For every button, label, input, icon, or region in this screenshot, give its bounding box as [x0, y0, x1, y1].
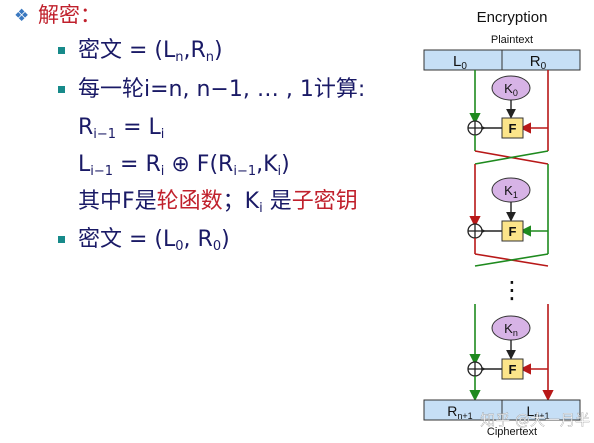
f-box-1 — [501, 220, 524, 242]
bullet-square-icon — [58, 86, 65, 93]
bullet-ciphertext-0: 密文 = (L0, R0) — [78, 227, 230, 254]
plaintext-right-box — [501, 49, 581, 71]
feistel-diagram: Encryption Plaintext L0 R0 K0 F K1 F — [423, 9, 590, 438]
subkey-1-label: K1 — [504, 183, 518, 200]
bullet-ciphertext-n: 密文 = (Ln,Rn) — [78, 38, 223, 65]
ciphertext-right-label: Ln+1 — [526, 403, 549, 421]
ciphertext-right-box — [501, 399, 581, 421]
bullet-round-loop: 每一轮i=n, n−1, … , 1计算: — [78, 77, 366, 102]
formula-l: Li−1 = Ri ⊕ F(Ri−1,Ki) — [78, 152, 290, 179]
svg-text:F: F — [509, 362, 517, 377]
subkey-n-label: Kn — [504, 321, 518, 338]
f-box-0 — [501, 117, 524, 139]
ciphertext-label: Ciphertext — [487, 426, 537, 438]
bullet-square-icon — [58, 236, 65, 243]
svg-text:F: F — [509, 121, 517, 136]
rounds-ellipsis: ⋮ — [500, 277, 524, 304]
plaintext-label: Plaintext — [491, 34, 533, 46]
plaintext-left-label: L0 — [453, 53, 467, 72]
title-bullet-icon: ❖ — [14, 6, 30, 26]
diagram-title: Encryption — [477, 9, 548, 26]
svg-text:F: F — [509, 224, 517, 239]
plaintext-right-label: R0 — [530, 53, 547, 72]
slide-title: 解密： — [38, 3, 101, 27]
subkey-0-label: K0 — [504, 81, 518, 98]
ciphertext-left-label: Rn+1 — [447, 403, 472, 421]
round-function-note: 其中F是轮函数；Ki 是子密钥 — [78, 189, 358, 216]
bullet-square-icon — [58, 47, 65, 54]
f-box-n — [501, 358, 524, 380]
formula-r: Ri−1 = Li — [78, 115, 165, 142]
watermark: 知乎 @大一月半 — [480, 411, 590, 429]
